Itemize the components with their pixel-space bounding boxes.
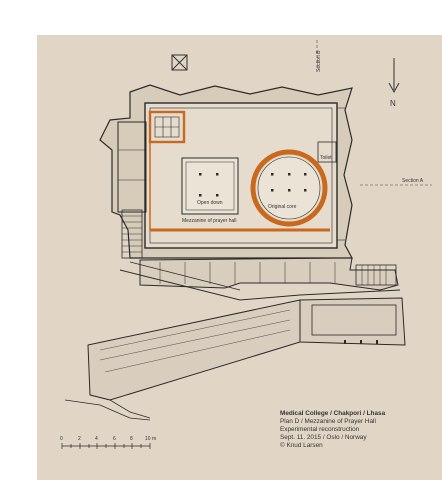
lower-east-room [311,304,397,336]
original-core-inner [257,156,321,220]
caption-title: Medical College / Chakpori / Lhasa [280,410,386,417]
ramp-outline [119,269,401,301]
scale-tick: 2 [78,436,81,442]
ramp-steps-west [89,394,151,419]
scale-tick: 8 [130,436,133,442]
terrace-lines [159,262,336,284]
toilet-label: Toilet [320,155,332,161]
open-down-inner [185,161,235,211]
ramp-hatching [99,309,291,373]
scale-tick: 10 m [145,436,156,442]
title-block: Medical College / Chakpori / Lhasa Plan … [280,410,440,450]
north-arrow-icon [388,58,400,94]
grid-marker-icon [171,54,188,71]
ramp-outline-2 [129,261,241,291]
east-stair [355,264,397,286]
west-annex [117,121,147,259]
caption-plan: Plan D / Mezzanine of Prayer Hall [280,418,376,426]
scale-bar [61,443,151,449]
toilet-room [317,141,337,163]
core-column-marks [271,173,307,192]
long-ramp [87,299,301,401]
mezzanine-label: Mezzanine of prayer hall [182,218,236,224]
caption-date: Sept. 11. 2015 / Oslo / Norway [280,434,367,442]
north-label: N [390,99,396,108]
original-core-label: Original core [268,204,297,210]
stair-icon [154,116,180,138]
section-b-label: Section B [316,50,322,72]
scale-tick: 4 [95,436,98,442]
scale-tick: 0 [60,436,63,442]
column-marks [199,173,219,197]
original-core-ring [250,149,328,227]
open-down-label: Open down [197,200,223,206]
lower-east-marks [344,340,378,344]
scale-tick: 6 [113,436,116,442]
lower-rubble [64,399,151,421]
section-a-label: Section A [402,178,424,184]
mezzanine-highlight [148,110,330,232]
open-down-void [181,157,239,215]
caption-subtitle: Experimental reconstruction [280,426,360,434]
south-terrace [139,257,399,291]
caption-copyright: © Knud Larsen [280,442,323,450]
